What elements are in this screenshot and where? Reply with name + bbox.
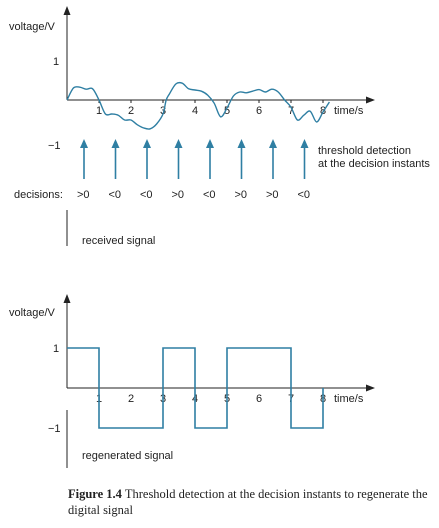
decision-value: >0	[266, 189, 279, 201]
decisions-label: decisions:	[14, 189, 63, 201]
decision-arrow-head	[174, 139, 183, 148]
decision-value: <0	[109, 189, 122, 201]
received-signal-curve	[66, 81, 330, 130]
bottom-x-tick-label: 6	[256, 393, 262, 405]
top-y-axis-arrow	[63, 6, 71, 15]
decision-value: <0	[140, 189, 153, 201]
decision-values: >0 <0 <0 >0 <0 >0 >0 <0	[77, 189, 310, 201]
top-x-tick-label: 3	[160, 105, 166, 117]
top-x-axis-arrow	[366, 96, 375, 104]
bottom-y-axis-arrow	[63, 294, 71, 303]
figure-caption: Figure 1.4 Threshold detection at the de…	[68, 486, 433, 518]
decision-arrow-head	[237, 139, 246, 148]
top-x-tick-label: 4	[192, 105, 198, 117]
caption-text: Threshold detection at the decision inst…	[68, 487, 428, 517]
decision-arrow-head	[143, 139, 151, 148]
decision-arrow-head	[111, 139, 120, 148]
top-x-tick-label: 5	[224, 105, 230, 117]
decision-value: >0	[235, 189, 248, 201]
decision-arrows	[80, 139, 309, 179]
top-x-axis-label: time/s	[334, 105, 364, 117]
decision-arrow-head	[206, 139, 214, 148]
top-x-tick-label: 2	[128, 105, 134, 117]
bottom-x-axis-label: time/s	[334, 393, 364, 405]
top-y-tick-neg1: −1	[48, 140, 61, 152]
decision-value: <0	[298, 189, 311, 201]
bottom-y-axis-label: voltage/V	[9, 307, 56, 319]
bottom-x-tick-label: 2	[128, 393, 134, 405]
regenerated-signal-label: regenerated signal	[82, 450, 173, 462]
decision-value: >0	[172, 189, 185, 201]
decision-arrow-head	[80, 139, 88, 148]
top-x-tick-label: 1	[96, 105, 102, 117]
received-signal-label: received signal	[82, 235, 155, 247]
decision-arrow-head	[269, 139, 277, 148]
decision-value: <0	[203, 189, 216, 201]
top-x-tick-label: 6	[256, 105, 262, 117]
decision-arrow-head	[300, 139, 309, 148]
threshold-label-line1: threshold detection	[318, 145, 411, 157]
bottom-x-axis-arrow	[366, 384, 375, 392]
top-y-axis-label: voltage/V	[9, 21, 56, 33]
decision-value: >0	[77, 189, 90, 201]
top-y-tick-1: 1	[53, 56, 59, 68]
caption-number: Figure 1.4	[68, 487, 122, 501]
bottom-y-tick-1: 1	[53, 343, 59, 355]
regenerated-signal-trace	[67, 347, 324, 429]
bottom-y-tick-neg1: −1	[48, 423, 61, 435]
top-x-tick-label: 7	[288, 105, 294, 117]
threshold-label-line2: at the decision instants	[318, 158, 430, 170]
